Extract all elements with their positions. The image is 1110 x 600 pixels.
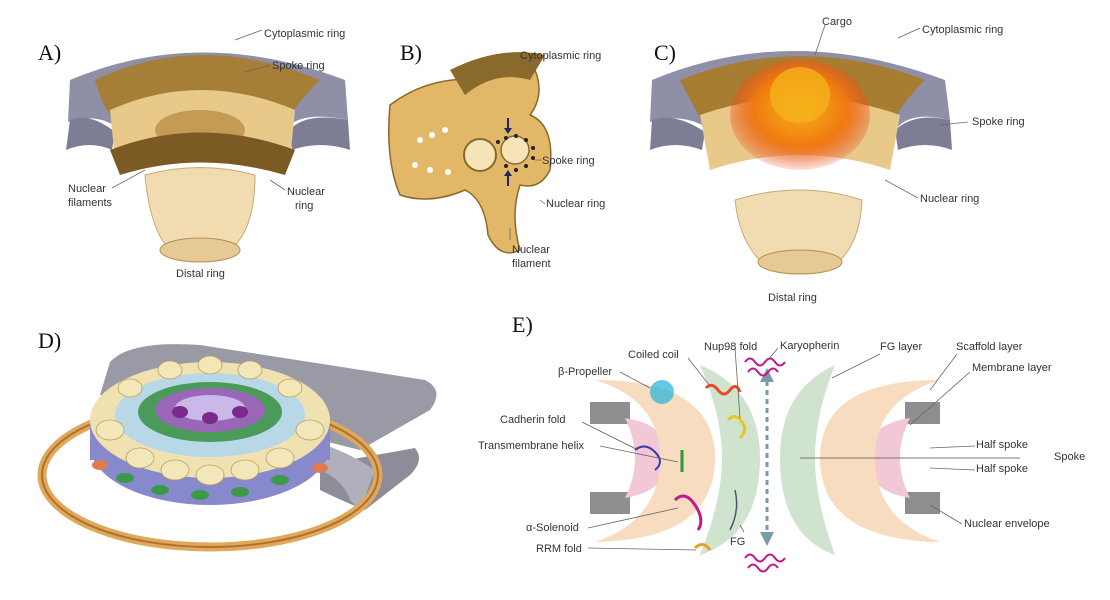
label-beta-propeller: β-Propeller xyxy=(558,366,612,379)
panel-a-illustration xyxy=(0,0,370,300)
label-nuclear-ring-a-2: ring xyxy=(295,200,313,213)
label-spoke-ring-b: Spoke ring xyxy=(542,155,595,168)
label-nuclear-filaments-a-2: filaments xyxy=(68,197,112,210)
label-cadherin-fold: Cadherin fold xyxy=(500,414,565,427)
label-cytoplasmic-ring-a: Cytoplasmic ring xyxy=(264,28,345,41)
label-spoke-ring-c: Spoke ring xyxy=(972,116,1025,129)
panel-a: A) Cytoplasmic ring Spoke ring Nuclear f… xyxy=(0,0,370,300)
label-nuclear-ring-c: Nuclear ring xyxy=(920,193,979,206)
karyopherin-bottom xyxy=(745,555,785,572)
label-spoke: Spoke xyxy=(1054,451,1085,464)
label-nuclear-envelope: Nuclear envelope xyxy=(964,518,1050,531)
label-membrane-layer: Membrane layer xyxy=(972,362,1051,375)
beta-propeller-glyph xyxy=(650,380,674,404)
label-rrm-fold: RRM fold xyxy=(536,543,582,556)
label-nuclear-ring-a-1: Nuclear xyxy=(287,186,325,199)
label-cytoplasmic-ring-b: Cytoplasmic ring xyxy=(520,50,601,63)
label-spoke-ring-a: Spoke ring xyxy=(272,60,325,73)
label-cargo: Cargo xyxy=(822,16,852,29)
label-half-spoke-1: Half spoke xyxy=(976,439,1028,452)
label-nuclear-ring-b: Nuclear ring xyxy=(546,198,605,211)
label-scaffold-layer: Scaffold layer xyxy=(956,341,1022,354)
label-nuclear-filament-b-1: Nuclear xyxy=(512,244,550,257)
envelope-bar-left-top xyxy=(590,402,630,424)
label-distal-ring-a: Distal ring xyxy=(176,268,225,281)
panel-b-illustration xyxy=(370,0,640,300)
label-nuclear-filament-b-2: filament xyxy=(512,258,551,271)
label-nuclear-filaments-a-1: Nuclear xyxy=(68,183,106,196)
label-half-spoke-2: Half spoke xyxy=(976,463,1028,476)
label-alpha-solenoid: α-Solenoid xyxy=(526,522,579,535)
panel-c: C) Cargo Cytoplasmic ring Spoke ring Nuc… xyxy=(640,0,1110,310)
label-coiled-coil: Coiled coil xyxy=(628,349,679,362)
panel-b: B) Cytoplasmic ring Spoke ring Nuclear r… xyxy=(370,0,640,300)
panel-e: E) xyxy=(460,300,1110,600)
envelope-bar-left-bottom xyxy=(590,492,630,514)
label-cytoplasmic-ring-c: Cytoplasmic ring xyxy=(922,24,1003,37)
envelope-bar-right-bottom xyxy=(905,492,940,514)
envelope-bar-right-top xyxy=(905,402,940,424)
label-fg: FG xyxy=(730,536,745,549)
panel-d-illustration xyxy=(0,300,460,600)
label-fg-layer: FG layer xyxy=(880,341,922,354)
panel-d: D) xyxy=(0,300,460,600)
panel-c-illustration xyxy=(640,0,1110,310)
label-nup98-fold: Nup98 fold xyxy=(704,341,757,354)
label-transmembrane-helix: Transmembrane helix xyxy=(478,440,584,453)
label-karyopherin: Karyopherin xyxy=(780,340,839,353)
